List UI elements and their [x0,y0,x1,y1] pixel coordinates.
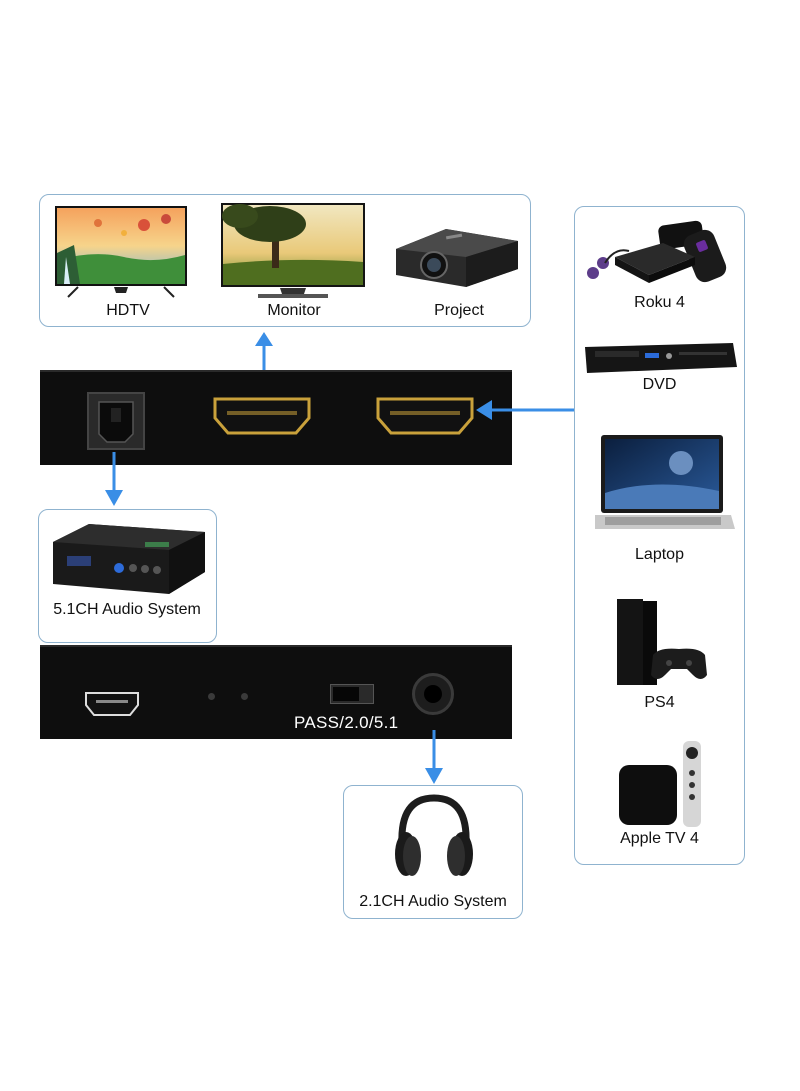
apple-tv-label: Apple TV 4 [620,830,699,847]
projector-image [386,219,526,291]
sources-panel: Roku 4 DVD Laptop [574,206,745,865]
dvd-label: DVD [642,376,677,393]
arrow-from-sources [476,400,576,420]
audio-51-label: 5.1CH Audio System [53,601,201,618]
mode-switch-label: PASS/2.0/5.1 [294,713,399,732]
hdtv-label: HDTV [106,302,150,319]
hdmi-output-port [212,396,312,436]
dvd-image [583,343,739,373]
hdtv-image [54,205,188,301]
arrow-down-to-51 [105,452,123,506]
arrow-down-to-21 [425,730,443,784]
switch-back-panel: PASS/2.0/5.1 [40,645,512,739]
audio-21-label: 2.1CH Audio System [359,893,507,910]
monitor-label: Monitor [267,302,321,319]
laptop-label: Laptop [635,546,684,563]
amplifier-image [49,518,207,600]
headphones-image [392,792,476,884]
mode-slide-switch[interactable] [330,684,374,704]
output-displays-panel: HDTV Monitor Project [39,194,531,327]
switch-front-panel [40,370,512,465]
indicator-led-1 [208,693,215,700]
audio-21-panel: 2.1CH Audio System [343,785,523,919]
laptop-image [595,433,735,539]
audio-51-panel: 5.1CH Audio System [38,509,217,643]
ps4-image [613,597,709,689]
audio-jack-port [412,673,454,715]
ps4-label: PS4 [644,694,675,711]
roku-label: Roku 4 [634,294,685,311]
hdmi-input-port [375,396,475,436]
power-port [84,691,140,717]
roku-image [585,217,737,289]
monitor-image [220,202,366,302]
apple-tv-image [617,739,707,829]
optical-port [87,392,145,450]
indicator-led-2 [241,693,248,700]
projector-label: Project [434,302,484,319]
